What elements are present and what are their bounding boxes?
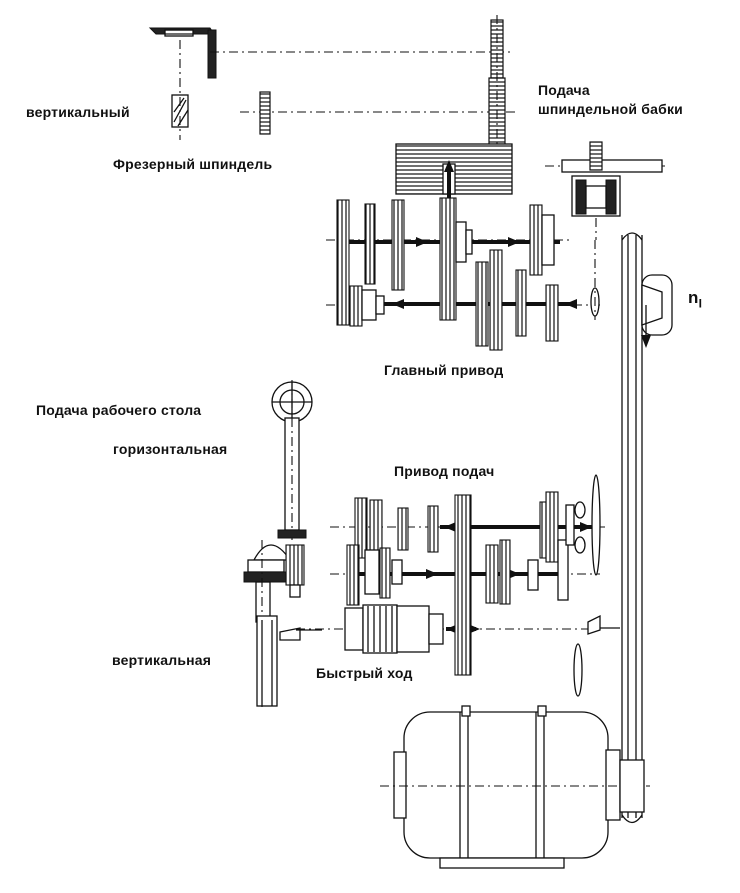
vertical-transmission-column <box>488 15 506 150</box>
vertical-feed-label: вертикальная <box>112 652 212 668</box>
main-drive-gearbox <box>326 197 600 351</box>
milling-spindle-label: Фрезерный шпиндель <box>113 156 273 172</box>
n1-symbol: nI <box>688 288 702 310</box>
headstock-box <box>395 143 513 280</box>
vertical-spindle-label: вертикальный <box>26 104 130 120</box>
n1-symbol-subscript: I <box>698 296 703 311</box>
main-belt-drive <box>590 232 673 824</box>
feed-drive-gearbox <box>296 474 605 676</box>
milling-spindle-gear <box>259 91 271 135</box>
table-feed-column <box>243 380 322 710</box>
electric-motor <box>380 705 650 869</box>
table-feed-label: Подача рабочего стола <box>36 402 202 418</box>
headstock-feed-label-line1: Подача <box>538 82 590 98</box>
horizontal-feed-label: горизонтальная <box>113 441 228 457</box>
rapid-traverse-clutch <box>344 604 620 697</box>
headstock-feed-label-line2: шпиндельной бабки <box>538 101 683 117</box>
feed-drive-label: Привод подач <box>394 463 495 479</box>
headstock-feed-bevel <box>545 141 665 240</box>
vertical-spindle-head <box>148 27 217 140</box>
n1-symbol-main: n <box>688 288 699 307</box>
rapid-traverse-label: Быстрый ход <box>316 665 413 681</box>
main-drive-label: Главный привод <box>384 362 504 378</box>
